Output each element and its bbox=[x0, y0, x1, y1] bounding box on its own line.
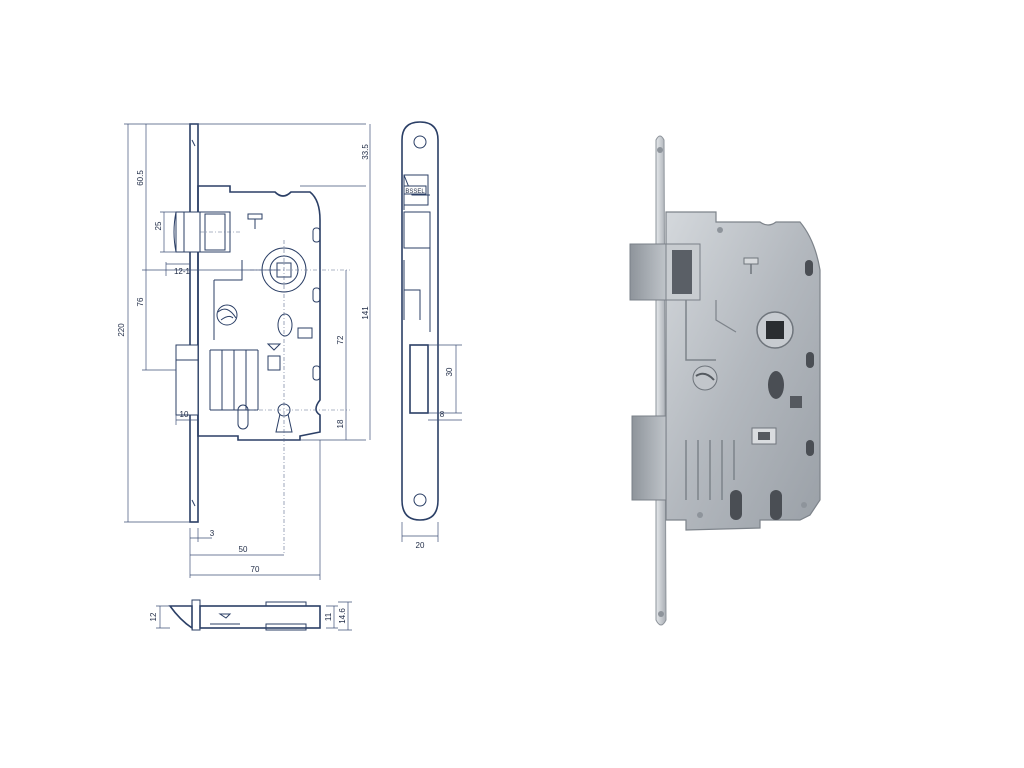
dim-label-14-6: 14.6 bbox=[338, 608, 347, 624]
dim-label-60-5: 60.5 bbox=[136, 170, 145, 186]
dim-label-30: 30 bbox=[445, 367, 454, 376]
dim-label-25: 25 bbox=[154, 221, 163, 230]
dim-label-12-1: 12-1 bbox=[174, 267, 191, 276]
dim-label-33-5: 33.5 bbox=[361, 144, 370, 160]
dim-label-12: 12 bbox=[149, 612, 158, 621]
dim-label-220: 220 bbox=[117, 323, 126, 337]
dim-label-3: 3 bbox=[210, 529, 215, 538]
latch-bolt bbox=[175, 211, 201, 253]
dim-label-141: 141 bbox=[361, 306, 370, 320]
photo-lock-body bbox=[665, 211, 821, 531]
photo-deadbolt bbox=[631, 415, 667, 501]
dim-label-76: 76 bbox=[136, 297, 145, 306]
dim-label-70: 70 bbox=[251, 565, 260, 574]
front-dimensions: 220 60.5 76 25 12-1 10 33.5 141 72 18 3 … bbox=[117, 123, 371, 580]
dead-bolt bbox=[175, 344, 199, 416]
bottom-view-drawing: 12 11 14.6 bbox=[149, 599, 352, 631]
dim-label-72: 72 bbox=[336, 335, 345, 344]
dim-label-20: 20 bbox=[416, 541, 425, 550]
side-view-drawing: BSSEL 30 8 20 bbox=[401, 121, 462, 550]
dim-label-50: 50 bbox=[239, 545, 248, 554]
deadbolt-opening bbox=[409, 344, 429, 414]
faceplate-label: BSSEL bbox=[405, 189, 425, 195]
dim-label-18: 18 bbox=[336, 419, 345, 428]
photo-faceplate bbox=[655, 135, 667, 626]
faceplate-front bbox=[189, 123, 199, 523]
photo-latch bbox=[629, 243, 667, 301]
dim-label-11: 11 bbox=[324, 612, 333, 621]
lock-product-photo bbox=[629, 135, 821, 626]
front-view-drawing bbox=[173, 123, 350, 555]
lock-case-outline bbox=[197, 185, 321, 441]
dim-label-8: 8 bbox=[440, 410, 445, 419]
faceplate-side bbox=[401, 121, 439, 521]
dim-label-10: 10 bbox=[180, 410, 189, 419]
